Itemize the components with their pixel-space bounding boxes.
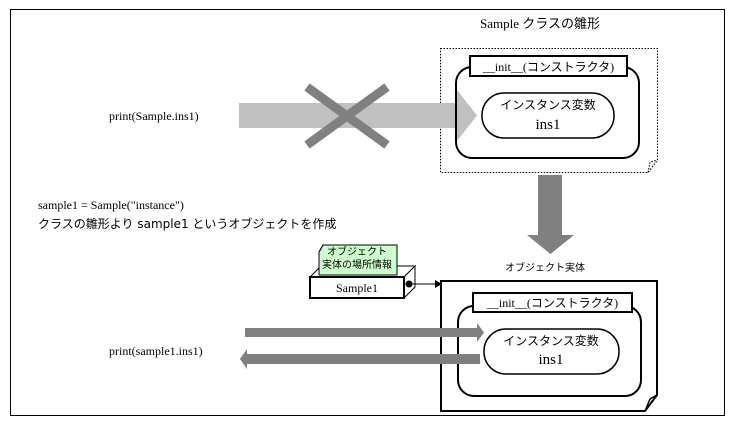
- instantiate-arrow-head: [527, 235, 574, 254]
- object-variable-name: ins1: [538, 352, 563, 368]
- object-instance-title: オブジェクト実体: [505, 261, 585, 274]
- reference-variable-name: Sample1: [336, 281, 378, 295]
- cross-icon: [304, 83, 390, 149]
- instantiate-arrow: [527, 175, 574, 254]
- request-arrow-head: [477, 323, 484, 342]
- location-note: オブジェクト 実体の場所情報: [318, 244, 398, 276]
- object-variable-capsule: [483, 328, 620, 375]
- class-variable-name: ins1: [535, 117, 560, 133]
- location-note-line1: オブジェクト: [327, 245, 387, 258]
- ref-box-front: [309, 276, 405, 299]
- object-variable-label: インスタンス変数: [503, 333, 599, 348]
- instantiation-description: クラスの雛形より sample1 というオブジェクトを作成: [38, 216, 336, 231]
- access-response-arrow: [240, 349, 480, 369]
- location-note-line2: 実体の場所情報: [322, 258, 392, 271]
- blocked-access-arrow: [239, 90, 477, 141]
- class-variable-capsule: [481, 92, 615, 139]
- request-arrow-shaft: [245, 328, 478, 337]
- blocked-arrow-tip: [457, 90, 477, 141]
- response-arrow-shaft: [247, 354, 480, 364]
- class-constructor-label-box: [469, 55, 628, 77]
- valid-access-code: print(sample1.ins1): [109, 344, 203, 358]
- class-variable-label: インスタンス変数: [500, 97, 596, 112]
- invalid-access-code: print(Sample.ins1): [109, 109, 199, 123]
- instantiate-arrow-shaft: [538, 175, 562, 235]
- class-constructor-label: __init__(コンストラクタ): [482, 60, 614, 74]
- response-arrow-head: [240, 349, 247, 369]
- object-constructor-label-box: [472, 292, 633, 313]
- class-template-box: [440, 48, 658, 173]
- class-template-title: Sample クラスの雛形: [480, 16, 600, 31]
- object-constructor-label: __init__(コンストラクタ): [486, 296, 618, 310]
- reference-variable: オブジェクト 実体の場所情報 Sample1: [308, 244, 417, 300]
- instantiation-code: sample1 = Sample("instance"): [38, 198, 184, 212]
- access-request-arrow: [245, 323, 484, 342]
- pointer-dot: [405, 280, 413, 288]
- pointer-arrowhead: [435, 280, 442, 288]
- outer-frame: [10, 9, 725, 416]
